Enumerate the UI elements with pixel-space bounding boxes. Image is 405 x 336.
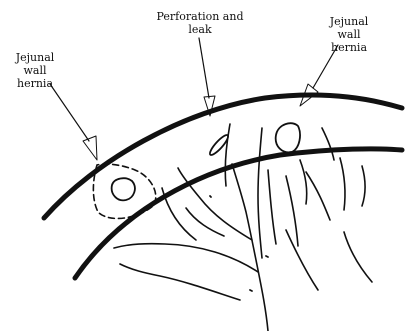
right-hernia-label: Jejunal wall hernia [318, 15, 380, 54]
outer-bowel-wall [44, 95, 402, 218]
inner-bowel-wall [75, 149, 402, 278]
left-hernia-arrow [50, 84, 97, 160]
mesenteric-vessels [114, 124, 372, 331]
left-hernia-label: Jejunal wall hernia [4, 51, 66, 90]
left-hernia-sac [112, 178, 135, 200]
perforation-label: Perforation and leak [150, 10, 250, 36]
perforation-arrow [199, 38, 215, 116]
left-hernia-outline [93, 164, 155, 218]
right-hernia-sac [276, 123, 300, 152]
